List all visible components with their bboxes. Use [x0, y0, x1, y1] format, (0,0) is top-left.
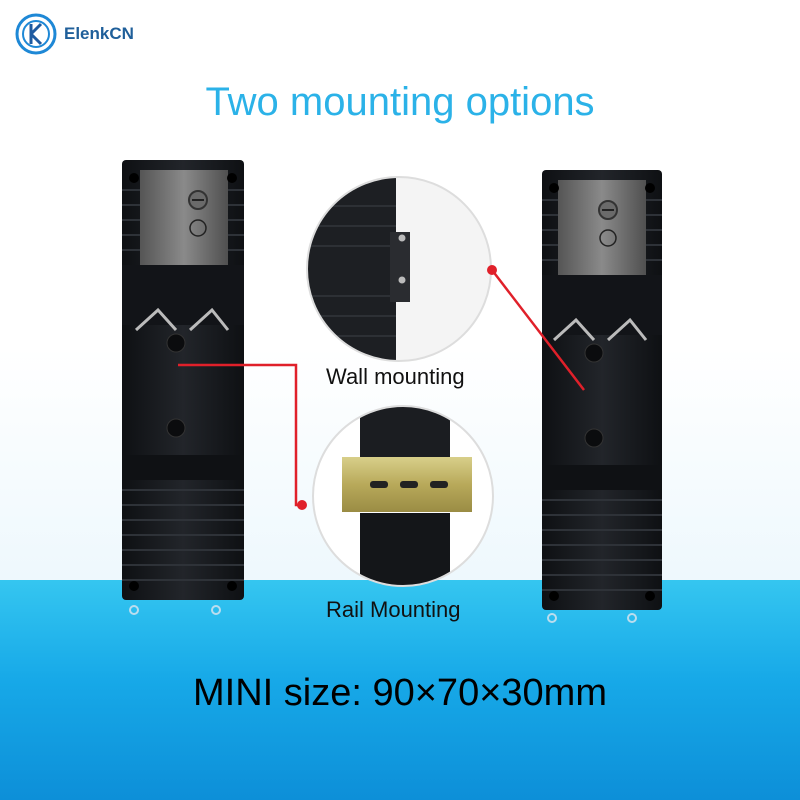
size-caption: MINI size: 90×70×30mm: [193, 672, 607, 714]
brand-logo: ElenkCN: [14, 12, 134, 56]
background-blue-band: [0, 580, 800, 800]
brand-name: ElenkCN: [64, 24, 134, 43]
ek-logo-icon: [15, 13, 57, 55]
rail-mount-detail: [312, 405, 494, 587]
device-left: [122, 160, 244, 615]
page-title: Two mounting options: [205, 80, 595, 124]
wall-mount-detail: [306, 176, 492, 362]
device-right: [542, 170, 662, 623]
wall-mounting-label: Wall mounting: [326, 364, 465, 389]
rail-mounting-label: Rail Mounting: [326, 597, 461, 622]
